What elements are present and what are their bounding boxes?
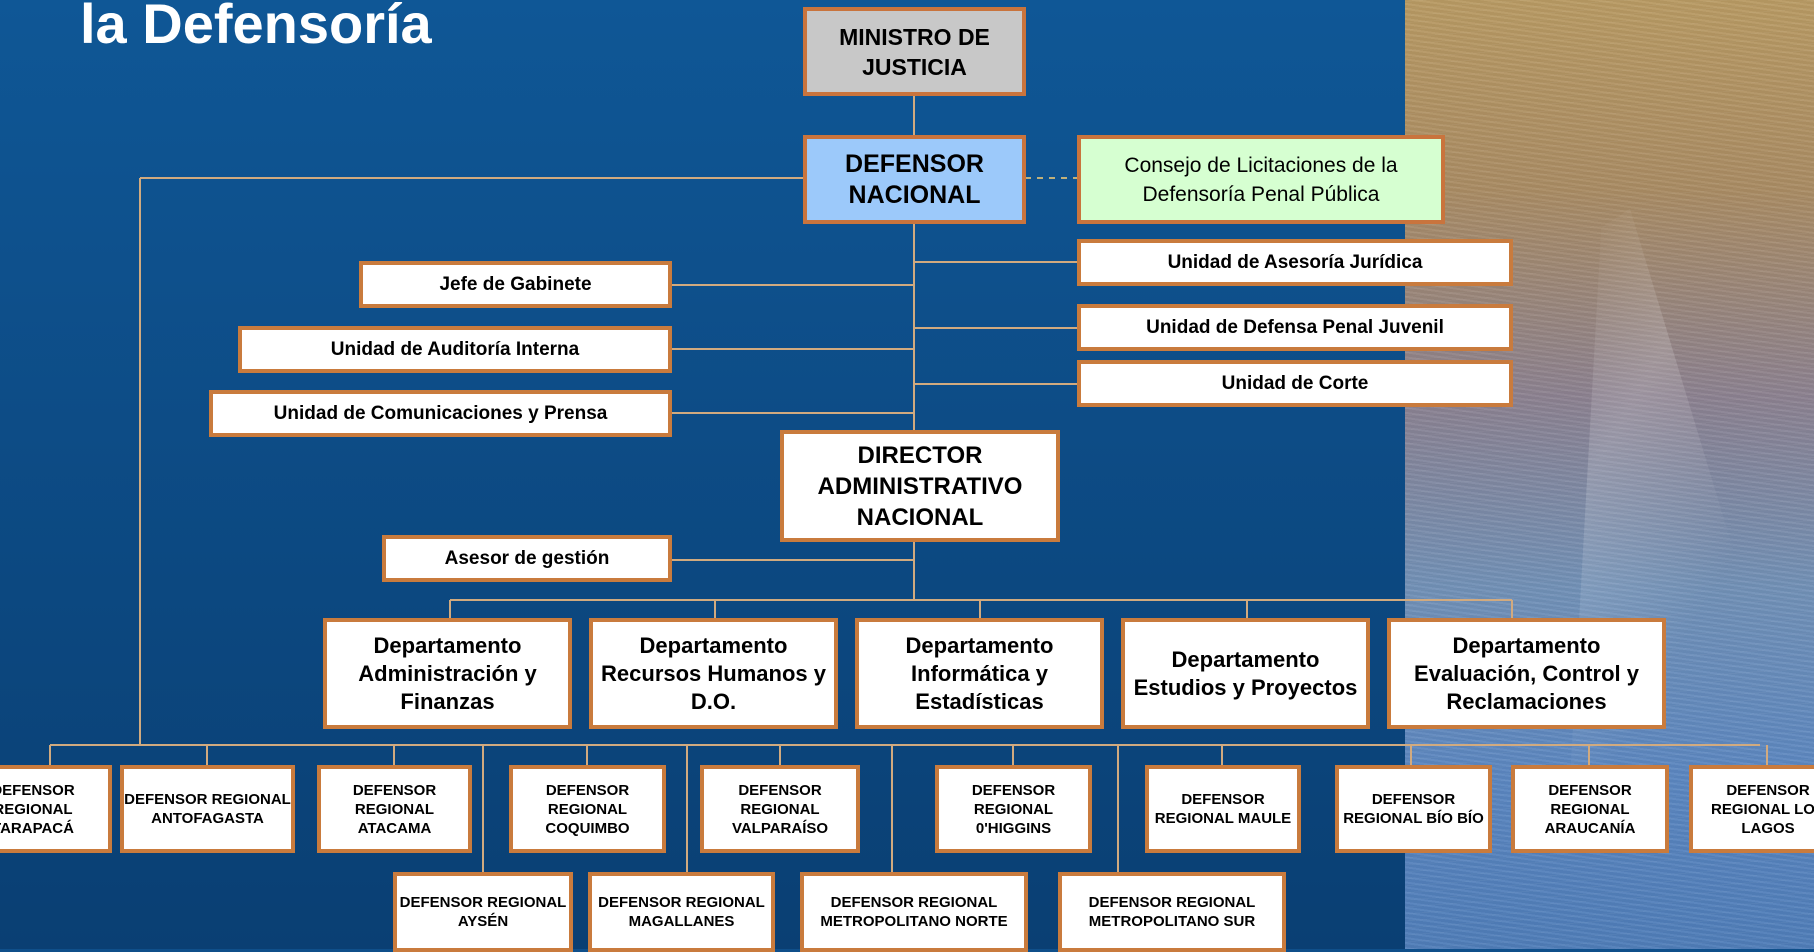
regional-defensor-box: DEFENSOR REGIONAL MAULE bbox=[1145, 765, 1301, 853]
page-title: la Defensoría bbox=[80, 0, 432, 55]
regional-defensor-box: DEFENSOR REGIONAL LOS LAGOS bbox=[1689, 765, 1814, 853]
department-label: Departamento Estudios y Proyectos bbox=[1133, 646, 1358, 700]
regional-defensor-label: DEFENSOR REGIONAL COQUIMBO bbox=[545, 781, 630, 837]
defensa-juvenil-label: Unidad de Defensa Penal Juvenil bbox=[1146, 317, 1444, 338]
department-box: Departamento Informática y Estadísticas bbox=[855, 618, 1104, 729]
regional-defensor-box: DEFENSOR REGIONAL TARAPACÁ bbox=[0, 765, 112, 853]
regional-defensor-label: DEFENSOR REGIONAL 0'HIGGINS bbox=[971, 781, 1056, 837]
department-label: Departamento Evaluación, Control y Recla… bbox=[1414, 632, 1639, 714]
auditoria-label: Unidad de Auditoría Interna bbox=[330, 339, 580, 360]
regional-defensor-box: DEFENSOR REGIONAL ATACAMA bbox=[317, 765, 472, 853]
jefe-gabinete-box: Jefe de Gabinete bbox=[359, 261, 672, 308]
asesoria-juridica-label: Unidad de Asesoría Jurídica bbox=[1167, 252, 1423, 273]
regional-defensor-label: DEFENSOR REGIONAL TARAPACÁ bbox=[0, 781, 75, 837]
corte-label: Unidad de Corte bbox=[1221, 373, 1369, 394]
regional-defensor-label: DEFENSOR REGIONAL MAULE bbox=[1154, 791, 1292, 827]
regional-defensor-box: DEFENSOR REGIONAL ANTOFAGASTA bbox=[120, 765, 295, 853]
regional-defensor-label: DEFENSOR REGIONAL MAGALLANES bbox=[598, 894, 765, 930]
regional-defensor-box: DEFENSOR REGIONAL MAGALLANES bbox=[588, 872, 775, 952]
defensa-juvenil-box: Unidad de Defensa Penal Juvenil bbox=[1077, 304, 1513, 351]
regional-defensor-label: DEFENSOR REGIONAL BÍO BÍO bbox=[1343, 791, 1484, 827]
comunicaciones-label: Unidad de Comunicaciones y Prensa bbox=[273, 403, 608, 424]
corte-box: Unidad de Corte bbox=[1077, 360, 1513, 407]
consejo-box: Consejo de Licitaciones de la Defensoría… bbox=[1077, 135, 1445, 224]
ministro-box: MINISTRO DE JUSTICIA bbox=[803, 7, 1026, 96]
department-box: Departamento Estudios y Proyectos bbox=[1121, 618, 1370, 729]
director-label: DIRECTOR ADMINISTRATIVO NACIONAL bbox=[817, 441, 1023, 531]
asesoria-juridica-box: Unidad de Asesoría Jurídica bbox=[1077, 239, 1513, 286]
auditoria-box: Unidad de Auditoría Interna bbox=[238, 326, 672, 373]
department-label: Departamento Informática y Estadísticas bbox=[905, 632, 1054, 714]
director-box: DIRECTOR ADMINISTRATIVO NACIONAL bbox=[780, 430, 1060, 542]
defensor-nacional-box: DEFENSOR NACIONAL bbox=[803, 135, 1026, 224]
regional-defensor-box: DEFENSOR REGIONAL AYSÉN bbox=[393, 872, 573, 952]
regional-defensor-label: DEFENSOR REGIONAL LOS LAGOS bbox=[1711, 781, 1814, 837]
regional-defensor-label: DEFENSOR REGIONAL ANTOFAGASTA bbox=[124, 791, 291, 827]
regional-defensor-label: DEFENSOR REGIONAL METROPOLITANO SUR bbox=[1088, 894, 1256, 930]
department-label: Departamento Administración y Finanzas bbox=[358, 632, 537, 714]
regional-defensor-label: DEFENSOR REGIONAL AYSÉN bbox=[399, 894, 567, 930]
consejo-label: Consejo de Licitaciones de la Defensoría… bbox=[1124, 153, 1398, 206]
regional-defensor-box: DEFENSOR REGIONAL METROPOLITANO NORTE bbox=[800, 872, 1028, 952]
regional-defensor-box: DEFENSOR REGIONAL 0'HIGGINS bbox=[935, 765, 1092, 853]
department-box: Departamento Recursos Humanos y D.O. bbox=[589, 618, 838, 729]
regional-defensor-box: DEFENSOR REGIONAL ARAUCANÍA bbox=[1511, 765, 1669, 853]
regional-defensor-label: DEFENSOR REGIONAL VALPARAÍSO bbox=[731, 781, 829, 837]
department-label: Departamento Recursos Humanos y D.O. bbox=[601, 632, 826, 714]
asesor-gestion-box: Asesor de gestión bbox=[382, 535, 672, 582]
regional-defensor-box: DEFENSOR REGIONAL VALPARAÍSO bbox=[700, 765, 860, 853]
jefe-gabinete-label: Jefe de Gabinete bbox=[439, 274, 592, 295]
ministro-label: MINISTRO DE JUSTICIA bbox=[839, 23, 990, 80]
comunicaciones-box: Unidad de Comunicaciones y Prensa bbox=[209, 390, 672, 437]
regional-defensor-box: DEFENSOR REGIONAL COQUIMBO bbox=[509, 765, 666, 853]
asesor-gestion-label: Asesor de gestión bbox=[444, 548, 610, 569]
regional-defensor-box: DEFENSOR REGIONAL BÍO BÍO bbox=[1335, 765, 1492, 853]
regional-defensor-label: DEFENSOR REGIONAL METROPOLITANO NORTE bbox=[820, 894, 1008, 930]
department-box: Departamento Evaluación, Control y Recla… bbox=[1387, 618, 1666, 729]
regional-defensor-label: DEFENSOR REGIONAL ATACAMA bbox=[352, 781, 437, 837]
department-box: Departamento Administración y Finanzas bbox=[323, 618, 572, 729]
regional-defensor-label: DEFENSOR REGIONAL ARAUCANÍA bbox=[1544, 781, 1636, 837]
regional-defensor-box: DEFENSOR REGIONAL METROPOLITANO SUR bbox=[1058, 872, 1286, 952]
defensor-nacional-label: DEFENSOR NACIONAL bbox=[845, 149, 984, 209]
